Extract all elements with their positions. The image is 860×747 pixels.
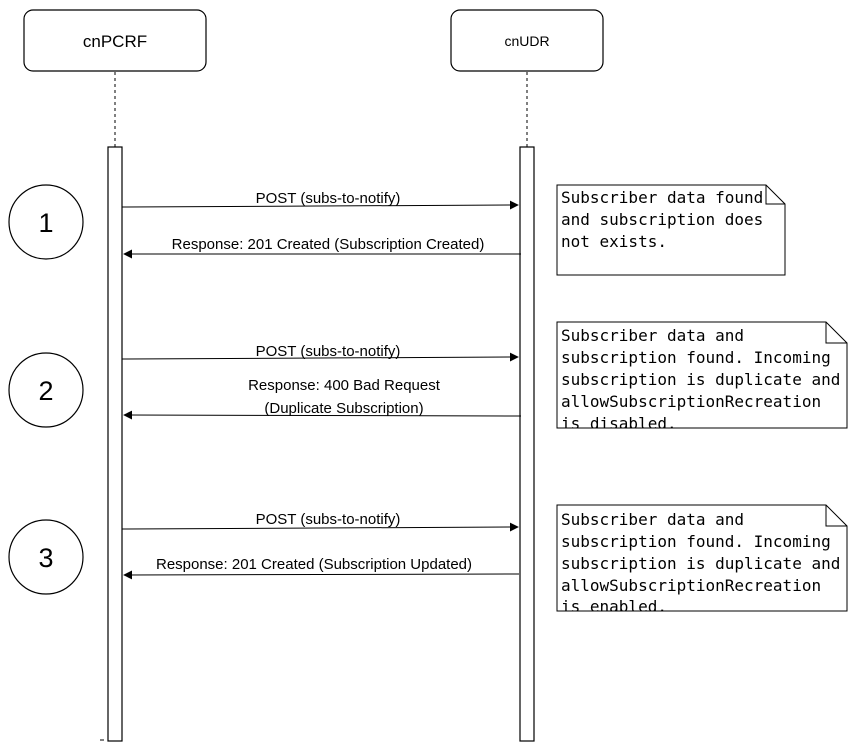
svg-text:1: 1 bbox=[38, 208, 53, 238]
response-label-2-line-2: (Duplicate Subscription) bbox=[264, 400, 423, 417]
step-marker-1: 1 bbox=[8, 184, 84, 260]
note-2-line-3: subscription is duplicate and bbox=[561, 370, 840, 389]
response-arrow-1: Response: 201 Created (Subscription Crea… bbox=[123, 236, 521, 259]
participant-cnpcrf: cnPCRF bbox=[23, 9, 207, 72]
activation-bar-udr bbox=[519, 146, 535, 742]
request-label-2: POST (subs-to-notify) bbox=[256, 343, 401, 360]
note-3-line-3: subscription is duplicate and bbox=[561, 554, 840, 573]
participant-label-pcrf: cnPCRF bbox=[83, 32, 147, 51]
request-label-3: POST (subs-to-notify) bbox=[256, 511, 401, 528]
step-marker-3: 3 bbox=[8, 519, 84, 595]
note-1: Subscriber data found and subscription d… bbox=[556, 184, 786, 276]
note-1-line-1: Subscriber data found bbox=[561, 188, 763, 207]
request-label-1: POST (subs-to-notify) bbox=[256, 190, 401, 207]
note-3-line-5: is enabled. bbox=[561, 597, 667, 616]
note-2-line-2: subscription found. Incoming bbox=[561, 348, 831, 367]
note-3-line-1: Subscriber data and bbox=[561, 510, 744, 529]
note-2-line-5: is disabled. bbox=[561, 414, 677, 433]
request-arrow-3: POST (subs-to-notify) bbox=[121, 511, 519, 532]
response-label-3: Response: 201 Created (Subscription Upda… bbox=[156, 556, 472, 573]
response-label-2-line-1: Response: 400 Bad Request bbox=[248, 377, 441, 394]
svg-text:3: 3 bbox=[38, 543, 53, 573]
note-1-line-2: and subscription does bbox=[561, 210, 763, 229]
response-arrow-3: Response: 201 Created (Subscription Upda… bbox=[123, 556, 520, 580]
activation-bar-pcrf bbox=[107, 146, 123, 742]
svg-text:2: 2 bbox=[38, 376, 53, 406]
request-arrow-1: POST (subs-to-notify) bbox=[121, 190, 519, 210]
step-marker-2: 2 bbox=[8, 352, 84, 428]
participant-label-udr: cnUDR bbox=[504, 33, 549, 49]
note-3: Subscriber data and subscription found. … bbox=[556, 504, 848, 616]
note-3-line-4: allowSubscriptionRecreation bbox=[561, 576, 821, 595]
response-arrow-2: Response: 400 Bad Request (Duplicate Sub… bbox=[123, 377, 522, 420]
note-2-line-4: allowSubscriptionRecreation bbox=[561, 392, 821, 411]
note-2: Subscriber data and subscription found. … bbox=[556, 321, 848, 433]
request-arrow-2: POST (subs-to-notify) bbox=[121, 343, 519, 362]
note-3-line-2: subscription found. Incoming bbox=[561, 532, 831, 551]
response-label-1: Response: 201 Created (Subscription Crea… bbox=[172, 236, 485, 253]
note-2-line-1: Subscriber data and bbox=[561, 326, 744, 345]
participant-cnudr: cnUDR bbox=[450, 9, 604, 72]
note-1-line-3: not exists. bbox=[561, 232, 667, 251]
